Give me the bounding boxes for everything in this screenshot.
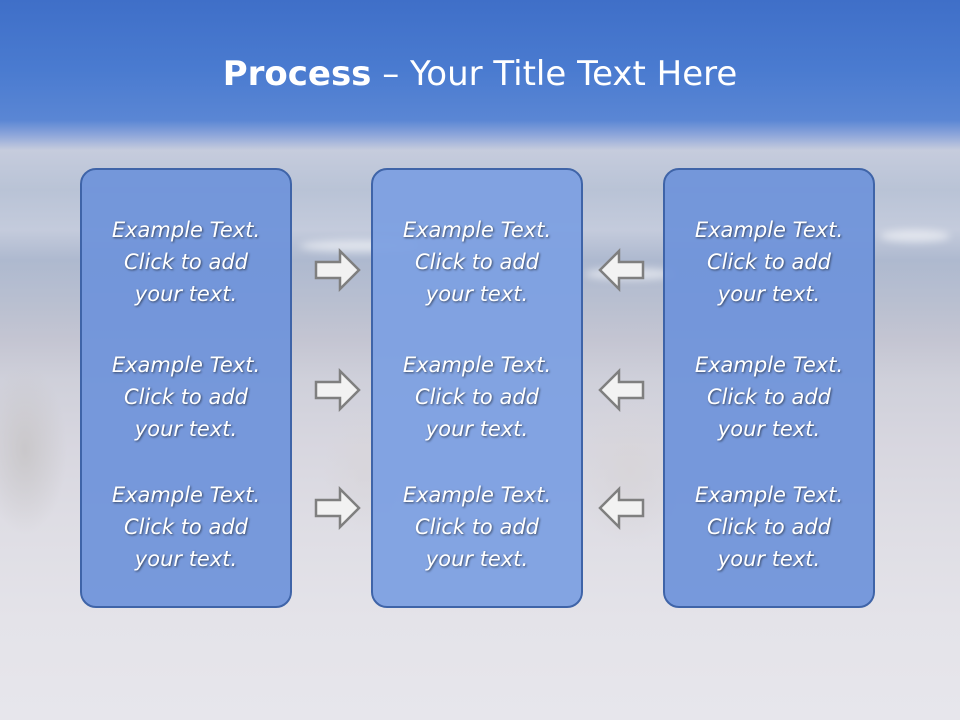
arrow-right-icon [314, 368, 361, 412]
arrow-right-icon [314, 248, 361, 292]
panel-text[interactable]: Example Text. Click to add your text. [111, 483, 261, 571]
panel-text[interactable]: Example Text. Click to add your text. [402, 218, 552, 306]
right-text-panel[interactable]: Example Text. Click to add your text. Ex… [663, 168, 875, 608]
panel-text[interactable]: Example Text. Click to add your text. [111, 353, 261, 441]
title-bold: Process [222, 54, 372, 94]
panel-text[interactable]: Example Text. Click to add your text. [694, 353, 844, 441]
slide-title[interactable]: Process – Your Title Text Here [0, 52, 960, 96]
left-text-panel[interactable]: Example Text. Click to add your text. Ex… [80, 168, 292, 608]
panel-text[interactable]: Example Text. Click to add your text. [111, 218, 261, 306]
wave-foam [880, 230, 950, 242]
panel-text[interactable]: Example Text. Click to add your text. [694, 483, 844, 571]
title-rest: – Your Title Text Here [371, 54, 738, 94]
panel-text[interactable]: Example Text. Click to add your text. [402, 353, 552, 441]
arrow-left-icon [598, 248, 645, 292]
panel-text[interactable]: Example Text. Click to add your text. [694, 218, 844, 306]
arrow-left-icon [598, 486, 645, 530]
arrow-right-icon [314, 486, 361, 530]
arrow-left-icon [598, 368, 645, 412]
panel-text[interactable]: Example Text. Click to add your text. [402, 483, 552, 571]
center-text-panel[interactable]: Example Text. Click to add your text. Ex… [371, 168, 583, 608]
